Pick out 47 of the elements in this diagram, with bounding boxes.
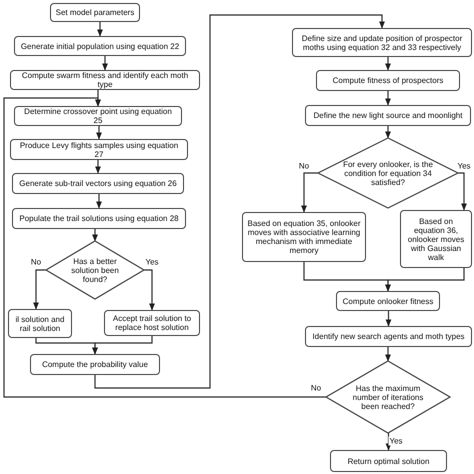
process-box: Populate the trail solutions using equation 28 <box>12 208 186 229</box>
process-box: Identify new search agents and moth types <box>305 326 472 347</box>
arrow <box>385 268 465 292</box>
process-box: Generate sub-trail vectors using equation 26 <box>12 173 184 194</box>
process-box: il solution and rail solution <box>8 309 72 338</box>
decision-text: Has the maximum number of iterations been reached? <box>352 384 424 410</box>
decision-text: For every onlooker, is the condition for equation 34 satisfied? <box>342 160 434 186</box>
arrow <box>97 22 103 37</box>
arrow <box>385 347 391 362</box>
edge-label: No <box>30 258 42 266</box>
arrow <box>144 269 155 311</box>
process-box: Based on equation 35, onlooker moves with associative learning mechanism with immediate memory <box>242 212 366 262</box>
arrow <box>96 194 102 209</box>
process-box: Determine crossover point using equation 25 <box>14 106 182 126</box>
edge-label: Yes <box>388 436 404 446</box>
arrow <box>95 160 101 174</box>
edge-label: Yes <box>456 162 472 170</box>
arrow <box>102 56 108 71</box>
process-box: Define the new light source and moonlight <box>305 105 471 126</box>
process-box: Compute swarm fitness and identify each moth type <box>10 70 200 90</box>
arrow <box>385 57 391 71</box>
process-box: Compute fitness of prospectors <box>316 70 460 91</box>
arrow <box>386 433 392 451</box>
process-box: Generate initial population using equation 22 <box>14 36 186 56</box>
arrow <box>3 97 326 398</box>
process-box: Produce Levy flights samples using equation 27 <box>10 139 188 160</box>
arrow <box>301 172 318 213</box>
arrow <box>458 172 467 211</box>
arrow <box>92 336 153 355</box>
edge-label: No <box>310 384 322 392</box>
process-box: Set model parameters <box>50 3 140 22</box>
arrow <box>385 91 391 106</box>
process-box: Accept trail solution to replace host solution <box>104 310 200 336</box>
arrow <box>386 311 392 327</box>
process-box: Compute the probability value <box>30 354 160 375</box>
arrow <box>92 229 98 242</box>
process-box: Compute onlooker fitness <box>336 291 440 311</box>
arrow <box>33 269 46 310</box>
edge-label: No <box>298 162 310 170</box>
arrow <box>96 126 102 140</box>
edge-label: Yes <box>144 258 160 266</box>
arrow <box>385 126 391 139</box>
decision-text: Has a better solution been found? <box>70 256 120 284</box>
process-box: Based on equation 36, onlooker moves with Gaussian walk <box>400 210 472 268</box>
process-box: Define size and update position of prospector moths using equation 32 and 33 respectively <box>292 28 472 57</box>
process-box: Return optimal solution <box>330 450 447 472</box>
arrow <box>94 14 385 389</box>
